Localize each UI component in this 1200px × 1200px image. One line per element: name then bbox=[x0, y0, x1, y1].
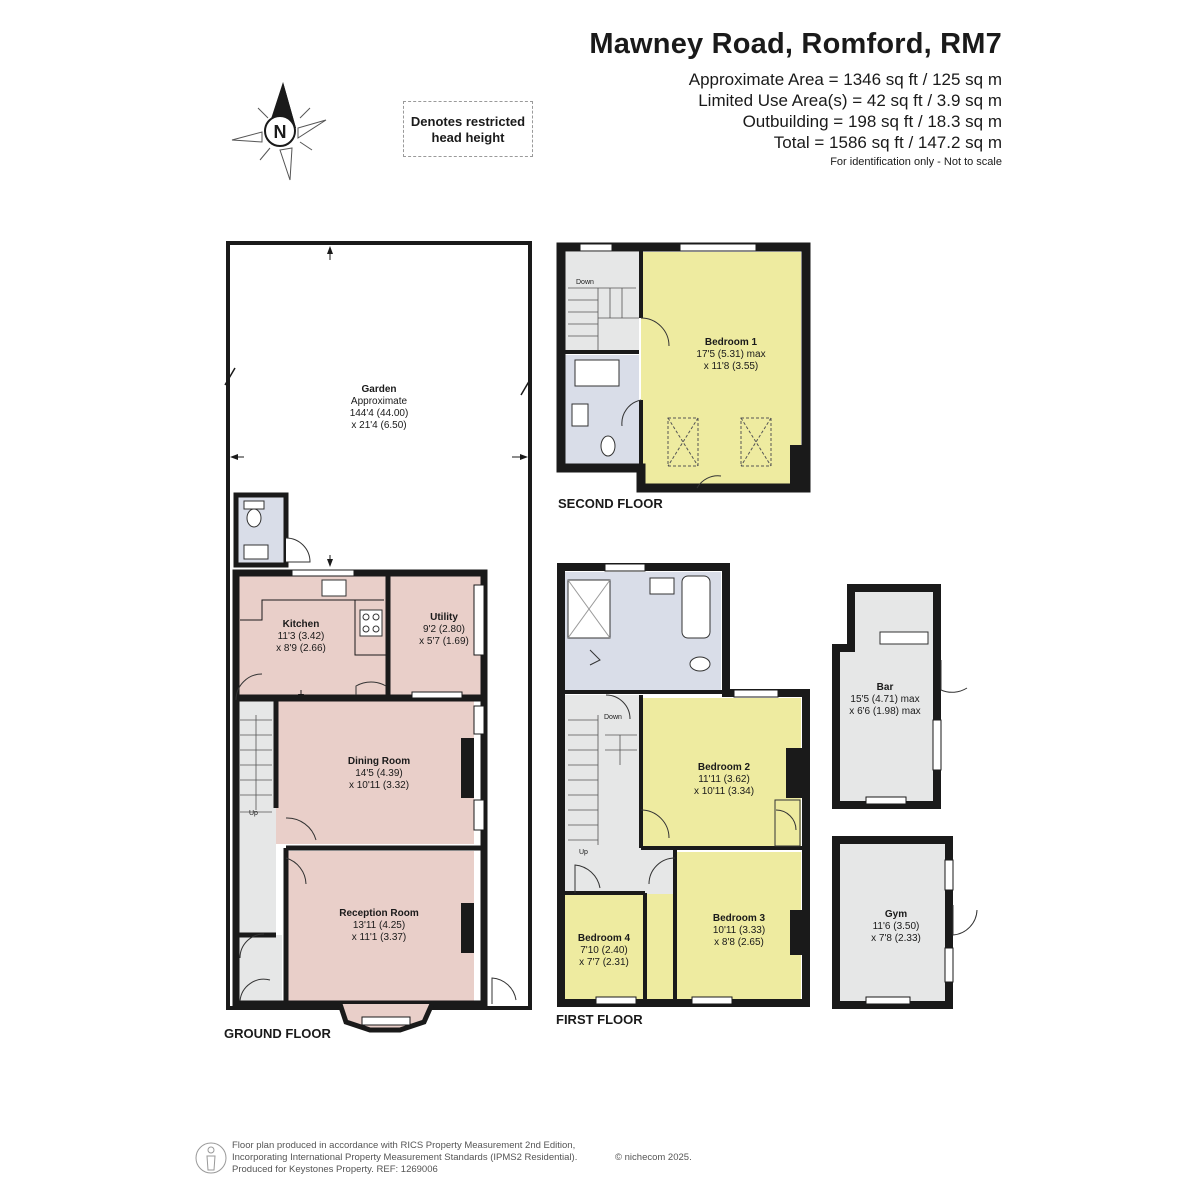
bedroom-3-dim-2: x 8'8 (2.65) bbox=[714, 937, 764, 948]
kitchen-dim-1: 11'3 (3.42) bbox=[278, 631, 325, 642]
bedroom-1-name: Bedroom 1 bbox=[705, 337, 758, 348]
ground-floor-label: GROUND FLOOR bbox=[224, 1026, 331, 1041]
bedroom-2[interactable] bbox=[641, 698, 801, 846]
reception-dim-1: 13'11 (4.25) bbox=[353, 920, 405, 931]
limited-use-area: Limited Use Area(s) = 42 sq ft / 3.9 sq … bbox=[698, 91, 1002, 110]
gym-dim-2: x 7'8 (2.33) bbox=[871, 933, 921, 944]
bar-dim-2: x 6'6 (1.98) max bbox=[849, 706, 920, 717]
bedroom-2-dim-2: x 10'11 (3.34) bbox=[694, 786, 754, 797]
footer-line-2: Incorporating International Property Mea… bbox=[232, 1152, 578, 1163]
utility-name: Utility bbox=[430, 612, 458, 623]
dining-dim-1: 14'5 (4.39) bbox=[355, 768, 403, 779]
footer-line-1: Floor plan produced in accordance with R… bbox=[232, 1140, 576, 1151]
footer-line-3: Produced for Keystones Property. REF: 12… bbox=[232, 1164, 438, 1175]
total-area: Total = 1586 sq ft / 147.2 sq m bbox=[773, 133, 1002, 152]
compass-label: N bbox=[274, 122, 287, 142]
gym-name: Gym bbox=[885, 909, 907, 920]
second-stair-down-label: Down bbox=[576, 279, 594, 286]
garden-width: x 21'4 (6.50) bbox=[351, 420, 406, 431]
bedroom-4[interactable] bbox=[565, 894, 673, 999]
dining-name: Dining Room bbox=[348, 756, 410, 767]
first-floor-label: FIRST FLOOR bbox=[556, 1012, 643, 1027]
legend-line-2: head height bbox=[431, 130, 505, 145]
second-floor-plan bbox=[556, 242, 811, 493]
bedroom-4-name: Bedroom 4 bbox=[578, 933, 631, 944]
compass-icon: N bbox=[231, 82, 327, 181]
reception-room[interactable] bbox=[286, 851, 474, 1001]
rics-person-icon bbox=[195, 1142, 227, 1174]
utility-dim-2: x 5'7 (1.69) bbox=[419, 636, 469, 647]
legend-line-1: Denotes restricted bbox=[410, 114, 526, 129]
ground-floor-plan bbox=[224, 241, 532, 1033]
bedroom-2-name: Bedroom 2 bbox=[698, 762, 751, 773]
copyright: © nichecom 2025. bbox=[615, 1152, 692, 1163]
second-floor-label: SECOND FLOOR bbox=[558, 496, 663, 511]
reception-dim-2: x 11'1 (3.37) bbox=[352, 932, 407, 943]
outbuilding-area: Outbuilding = 198 sq ft / 18.3 sq m bbox=[742, 112, 1002, 131]
first-stair-up-label: Up bbox=[579, 849, 588, 856]
kitchen-name: Kitchen bbox=[283, 619, 320, 630]
bedroom-3[interactable] bbox=[675, 852, 801, 999]
bedroom-1-dim-1: 17'5 (5.31) max bbox=[696, 349, 765, 360]
gym-outbuilding[interactable] bbox=[832, 836, 978, 1009]
reception-name: Reception Room bbox=[339, 908, 419, 919]
bar-dim-1: 15'5 (4.71) max bbox=[850, 694, 919, 705]
first-floor-plan bbox=[557, 563, 810, 1007]
gym-dim-1: 11'6 (3.50) bbox=[873, 921, 920, 932]
approximate-area: Approximate Area = 1346 sq ft / 125 sq m bbox=[688, 70, 1002, 89]
utility[interactable] bbox=[388, 573, 484, 695]
ground-stair-up-label: Up bbox=[249, 810, 258, 817]
garden-length: 144'4 (44.00) bbox=[350, 408, 409, 419]
disclaimer: For identification only - Not to scale bbox=[830, 156, 1002, 168]
garden-name: Garden bbox=[361, 384, 396, 395]
first-stair-down-label: Down bbox=[604, 714, 622, 721]
bedroom-1[interactable] bbox=[641, 252, 801, 484]
bar-name: Bar bbox=[877, 682, 894, 693]
utility-dim-1: 9'2 (2.80) bbox=[423, 624, 465, 635]
kitchen-dim-2: x 8'9 (2.66) bbox=[276, 643, 326, 654]
bedroom-4-dim-1: 7'10 (2.40) bbox=[580, 945, 628, 956]
bedroom-4-dim-2: x 7'7 (2.31) bbox=[579, 957, 629, 968]
dining-room[interactable] bbox=[276, 701, 474, 844]
footer-notes: Floor plan produced in accordance with R… bbox=[232, 1140, 577, 1176]
second-floor-stair bbox=[565, 252, 639, 352]
bar-outbuilding[interactable] bbox=[832, 584, 968, 809]
dining-dim-2: x 10'11 (3.32) bbox=[349, 780, 409, 791]
page-title: Mawney Road, Romford, RM7 bbox=[589, 28, 1002, 60]
bedroom-3-name: Bedroom 3 bbox=[713, 913, 766, 924]
bedroom-1-dim-2: x 11'8 (3.55) bbox=[704, 361, 759, 372]
bedroom-2-dim-1: 11'11 (3.62) bbox=[698, 774, 750, 785]
garden-note: Approximate bbox=[351, 396, 408, 407]
restricted-height-legend: Denotes restricted head height bbox=[403, 101, 533, 157]
bedroom-3-dim-1: 10'11 (3.33) bbox=[713, 925, 765, 936]
